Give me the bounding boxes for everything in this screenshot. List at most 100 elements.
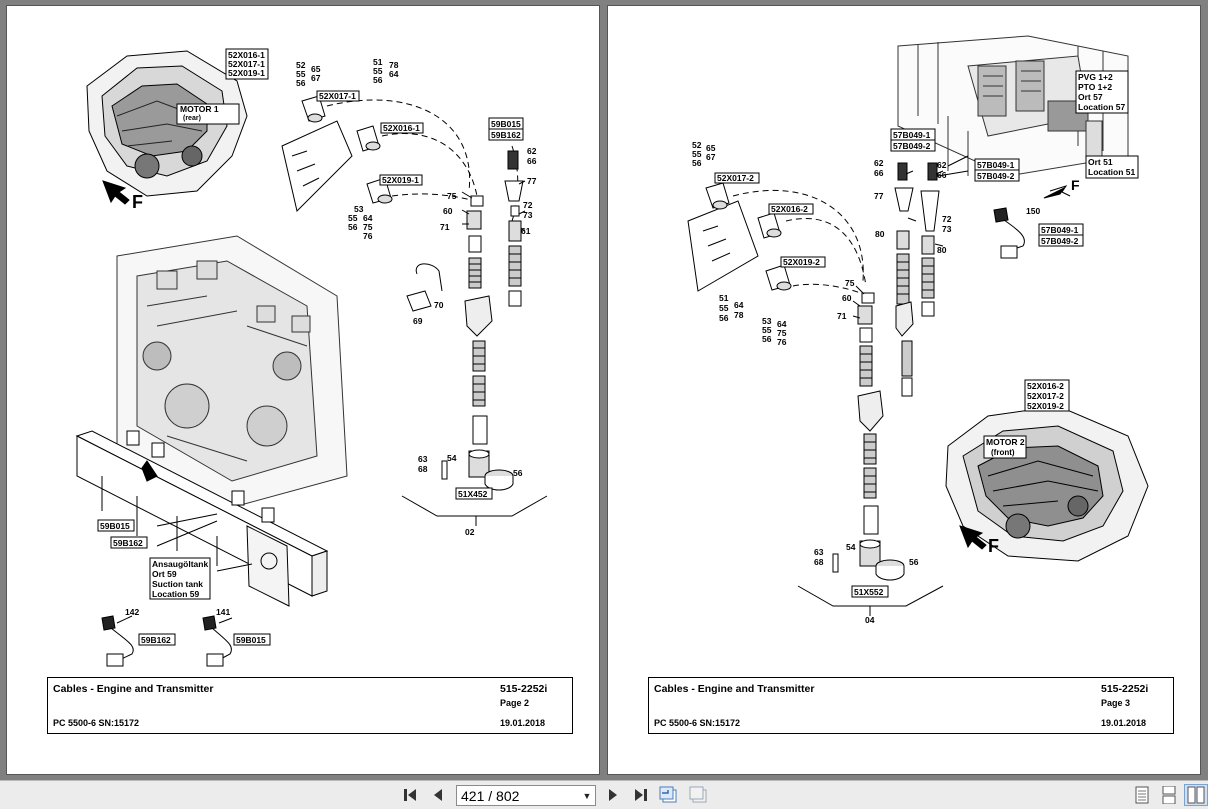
document-page-left: 52X016-1 52X017-1 52X019-1 MOTOR 1 (rear… [6, 5, 600, 775]
next-page-icon [609, 789, 617, 801]
sensor-label: 57B049-2 [1041, 236, 1079, 246]
callout-number: 53 [354, 204, 364, 214]
callout-number: 150 [1026, 206, 1040, 216]
callout-number: 56 [692, 158, 702, 168]
pvg-note: Location 57 [1078, 102, 1126, 112]
callout-number: 55 [296, 69, 306, 79]
two-page-view-button[interactable] [1184, 784, 1208, 806]
callout-number: 53 [762, 316, 772, 326]
callout-number: 75 [845, 278, 855, 288]
sensor-ref: 59B162 [141, 635, 171, 645]
parts-drawing-left: 52X016-1 52X017-1 52X019-1 MOTOR 1 (rear… [75, 48, 548, 667]
callout-number: 54 [846, 542, 856, 552]
plug-label: 52X017-1 [319, 91, 356, 101]
suction-tank-frame [75, 430, 329, 607]
callout-number: 69 [413, 316, 423, 326]
callout-number: 78 [734, 310, 744, 320]
connector-ref: 51X452 [458, 489, 488, 499]
ort-note: Location 51 [1088, 167, 1136, 177]
callout-number: 70 [434, 300, 444, 310]
sensor-chain-right [504, 150, 524, 307]
machine-deck-illustration [897, 35, 1129, 177]
callout-number: 55 [762, 325, 772, 335]
go-back-view-button[interactable] [658, 784, 682, 806]
continuous-view-button[interactable] [1157, 784, 1181, 806]
ort-note: Ort 51 [1088, 157, 1113, 167]
callout-number: 76 [363, 231, 373, 241]
sensor-141 [202, 615, 232, 667]
engine-illustration [945, 405, 1149, 562]
callout-number: 64 [363, 213, 373, 223]
page-label: Page 2 [500, 698, 530, 708]
callout-number: 66 [874, 168, 884, 178]
drawing-title: Cables - Engine and Transmitter [654, 683, 815, 695]
callout-number: 77 [527, 176, 537, 186]
callout-number: 73 [942, 224, 952, 234]
go-forward-view-button[interactable] [688, 784, 712, 806]
connector-label: 52X017-2 [1027, 391, 1064, 401]
connector-label: 52X017-1 [228, 59, 265, 69]
pvg-note: Ort 57 [1078, 92, 1103, 102]
callout-number: 56 [719, 313, 729, 323]
callout-number: 62 [527, 146, 537, 156]
callout-number: 66 [527, 156, 537, 166]
sensor-142 [101, 615, 134, 667]
single-page-view-button[interactable] [1130, 784, 1154, 806]
callout-number: 56 [762, 334, 772, 344]
assembly-number: 02 [465, 527, 475, 537]
callout-number: 55 [348, 213, 358, 223]
callout-number: 77 [874, 191, 884, 201]
callout-number: 65 [706, 143, 716, 153]
callout-number: 56 [909, 557, 919, 567]
callout-number: 141 [216, 607, 230, 617]
callout-number: 142 [125, 607, 139, 617]
viewer-toolbar: 421 / 802 ▼ [0, 780, 1208, 809]
transmission-illustration [116, 235, 348, 507]
callout-number: 65 [311, 64, 321, 74]
sensor-label: 59B162 [491, 130, 521, 140]
tank-note: Ort 59 [152, 569, 177, 579]
callout-number: 71 [837, 311, 847, 321]
callout-number: 62 [937, 160, 947, 170]
callout-number: 56 [348, 222, 358, 232]
callout-number: 78 [389, 60, 399, 70]
previous-page-icon [434, 789, 442, 801]
document-number: 515-2252i [500, 683, 548, 695]
callout-number: 55 [692, 149, 702, 159]
drawing-title: Cables - Engine and Transmitter [53, 683, 214, 695]
callout-number: 56 [296, 78, 306, 88]
direction-f: F [132, 192, 143, 212]
plug-label: 52X017-2 [717, 173, 754, 183]
last-page-button[interactable] [628, 784, 652, 806]
model-serial: PC 5500-6 SN:15172 [654, 718, 741, 728]
callout-number: 76 [777, 337, 787, 347]
callout-number: 64 [734, 300, 744, 310]
page-number-select[interactable]: 421 / 802 ▼ [456, 785, 596, 806]
direction-f: F [988, 536, 999, 556]
document-page-right: PVG 1+2 PTO 1+2 Ort 57 Location 57 Ort 5… [607, 5, 1201, 775]
plug-label: 52X019-2 [783, 257, 820, 267]
callout-number: 64 [389, 69, 399, 79]
tank-note: Location 59 [152, 589, 200, 599]
callout-number: 80 [875, 229, 885, 239]
motor-sublabel: (rear) [183, 115, 201, 122]
sensor-ref: 59B015 [236, 635, 266, 645]
callout-number: 52 [296, 60, 306, 70]
first-page-icon [404, 789, 416, 801]
callout-number: 55 [373, 66, 383, 76]
title-block: Cables - Engine and Transmitter 515-2252… [47, 677, 573, 734]
callout-number: 55 [719, 303, 729, 313]
callout-number: 71 [440, 222, 450, 232]
next-page-button[interactable] [601, 784, 625, 806]
callout-number: 67 [311, 73, 321, 83]
chevron-down-icon[interactable]: ▼ [582, 790, 592, 801]
two-page-icon [1187, 786, 1205, 804]
previous-page-button[interactable] [426, 784, 450, 806]
document-viewport[interactable]: 52X016-1 52X017-1 52X019-1 MOTOR 1 (rear… [0, 0, 1208, 780]
connector-chain [857, 292, 884, 567]
callout-number: 62 [874, 158, 884, 168]
callout-number: 72 [942, 214, 952, 224]
first-page-button[interactable] [399, 784, 423, 806]
tank-note: Ansaugöltank [152, 559, 208, 569]
sensor-ref: 59B015 [100, 521, 130, 531]
